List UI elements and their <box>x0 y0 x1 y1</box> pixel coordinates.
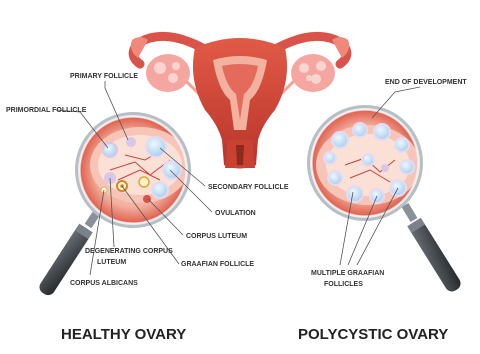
right-magnifier-handle <box>405 205 463 294</box>
label-degenerating-luteum: LUTEUM <box>97 259 126 266</box>
label-degenerating-corpus: DEGENERATING CORPUS <box>85 248 173 255</box>
label-corpus-luteum: CORPUS LUTEUM <box>186 233 247 240</box>
label-graafian-follicle: GRAAFIAN FOLLICLE <box>181 261 254 268</box>
healthy-ovary-magnifier <box>37 112 191 298</box>
label-primordial-follicle: PRIMORDIAL FOLLICLE <box>6 107 87 114</box>
label-end-of-development: END OF DEVELOPMENT <box>385 79 467 86</box>
label-corpus-albicans: CORPUS ALBICANS <box>70 280 138 287</box>
title-polycystic-ovary: POLYCYSTIC OVARY <box>298 326 448 343</box>
label-secondary-follicle: SECONDARY FOLLICLE <box>208 184 289 191</box>
label-multiple-graafian: MULTIPLE GRAAFIAN <box>311 270 384 277</box>
left-ovary <box>146 54 190 92</box>
title-healthy-ovary: HEALTHY OVARY <box>61 326 186 343</box>
right-ovary <box>291 54 335 92</box>
polycystic-ovary-magnifier <box>307 105 463 294</box>
label-multiple-follicles: FOLLICLES <box>324 281 363 288</box>
label-ovulation: OVULATION <box>215 210 256 217</box>
label-primary-follicle: PRIMARY FOLLICLE <box>70 73 138 80</box>
